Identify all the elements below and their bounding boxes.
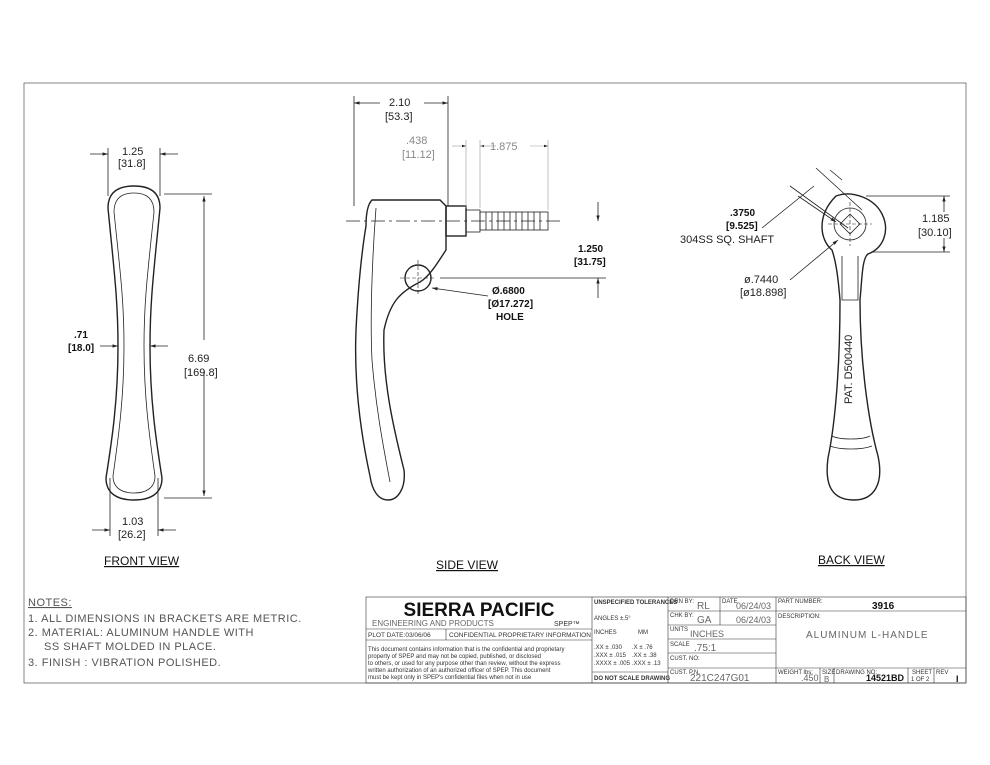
mm-header: MM bbox=[638, 630, 648, 636]
description-label: DESCRIPTION: bbox=[778, 614, 821, 620]
side-shaft-dim: .438 bbox=[406, 135, 427, 147]
tol-1-in: .XX ± .030 bbox=[594, 645, 623, 651]
size-label: SIZE bbox=[822, 670, 835, 676]
plot-date: PLOT DATE:03/06/06 bbox=[368, 632, 431, 639]
notes-title: NOTES: bbox=[28, 597, 72, 609]
patent-label: PAT. D500440 bbox=[843, 335, 855, 404]
checked-date: 06/24/03 bbox=[736, 615, 771, 625]
drawing-no-label: DRAWING NO: bbox=[836, 670, 877, 676]
front-top-dim: 1.25 bbox=[122, 146, 143, 158]
units-value: INCHES bbox=[690, 629, 724, 639]
drawn-date: 06/24/03 bbox=[736, 601, 771, 611]
size-value: B bbox=[824, 675, 829, 684]
inches-header: INCHES bbox=[594, 630, 617, 636]
side-width-dim-mm: [53.3] bbox=[385, 111, 413, 123]
side-height-dim: 1.250 bbox=[578, 244, 603, 255]
sheet-label: SHEET bbox=[912, 670, 932, 676]
back-view: PAT. D500440 .3750 [9.525] 304SS SQ. SHA… bbox=[680, 167, 952, 567]
front-view-label: FRONT VIEW bbox=[104, 554, 180, 568]
front-view: 1.25 [31.8] .71 [18.0] 6.69 [169.8] 1.03… bbox=[68, 146, 218, 568]
back-square-dim-mm: [9.525] bbox=[726, 221, 758, 232]
description: ALUMINUM L-HANDLE bbox=[806, 630, 929, 641]
legal-line-3: to others, or used for any purpose other… bbox=[368, 661, 560, 667]
scale-value: .75:1 bbox=[694, 643, 717, 654]
legal-line-5: must be kept only in SPEP's confidential… bbox=[368, 675, 532, 681]
part-number-label: PART NUMBER: bbox=[778, 599, 823, 605]
cust-no-label: CUST. NO: bbox=[670, 656, 700, 662]
scale-label: SCALE bbox=[670, 642, 690, 648]
side-thread-dim: 1.875 bbox=[490, 141, 518, 153]
front-mid-dim: .71 bbox=[74, 330, 88, 341]
note-1: 1. ALL DIMENSIONS IN BRACKETS ARE METRIC… bbox=[28, 613, 302, 625]
side-view-label: SIDE VIEW bbox=[436, 558, 499, 572]
drawn-by: RL bbox=[697, 601, 710, 612]
part-number: 3916 bbox=[872, 601, 895, 612]
back-dia-dim-mm: [ø18.898] bbox=[740, 287, 786, 299]
tol-2-mm: .XX ± .38 bbox=[632, 653, 657, 659]
units-label: UNITS bbox=[670, 627, 688, 633]
cust-pn-label: CUST. P.N. bbox=[670, 670, 700, 676]
front-bottom-dim: 1.03 bbox=[122, 516, 143, 528]
confidential-label: CONFIDENTIAL PROPRIETARY INFORMATION bbox=[449, 632, 591, 639]
tol-1-mm: .X ± .76 bbox=[632, 645, 653, 651]
title-block: SIERRA PACIFIC ENGINEERING AND PRODUCTS … bbox=[365, 596, 967, 684]
tol-3-mm: .XXX ± .13 bbox=[632, 661, 661, 667]
back-height-dim-mm: [30.10] bbox=[918, 227, 952, 239]
drawing-number: 14521BD bbox=[866, 673, 905, 683]
weight-value: .450 bbox=[801, 673, 819, 683]
legal-line-4: written authorization of an authorized o… bbox=[367, 668, 551, 674]
sheet-value: 1 OF 2 bbox=[911, 677, 930, 683]
sheet-border bbox=[23, 82, 967, 684]
note-2a: 2. MATERIAL: ALUMINUM HANDLE WITH bbox=[28, 627, 254, 639]
tol-3-in: .XXXX ± .005 bbox=[594, 661, 631, 667]
cust-pn-value: 221C247G01 bbox=[690, 673, 750, 684]
back-height-dim: 1.185 bbox=[922, 213, 950, 225]
checked-by: GA bbox=[697, 615, 712, 626]
side-shaft-dim-mm: [11.12] bbox=[402, 149, 435, 161]
back-square-label: 304SS SQ. SHAFT bbox=[680, 234, 774, 246]
back-square-dim: .3750 bbox=[730, 208, 755, 219]
company-subtitle: ENGINEERING AND PRODUCTS bbox=[372, 619, 494, 628]
side-height-dim-mm: [31.75] bbox=[574, 257, 606, 268]
front-mid-dim-mm: [18.0] bbox=[68, 343, 94, 354]
front-top-dim-mm: [31.8] bbox=[118, 158, 146, 170]
side-hole-label: HOLE bbox=[496, 312, 524, 323]
front-length-dim-mm: [169.8] bbox=[184, 367, 218, 379]
do-not-scale: DO NOT SCALE DRAWING bbox=[594, 676, 670, 682]
side-width-dim: 2.10 bbox=[389, 97, 410, 109]
note-3: 3. FINISH : VIBRATION POLISHED. bbox=[28, 657, 221, 669]
notes: NOTES: 1. ALL DIMENSIONS IN BRACKETS ARE… bbox=[28, 597, 302, 669]
tol-2-in: .XXX ± .015 bbox=[594, 653, 627, 659]
angles-tol: ANGLES ±.5° bbox=[594, 616, 631, 622]
company-spep: SPEP™ bbox=[554, 621, 580, 628]
rev-value: I bbox=[956, 674, 959, 684]
side-view: 2.10 [53.3] .438 [11.12] 1.875 1.250 [31… bbox=[346, 96, 606, 572]
back-view-label: BACK VIEW bbox=[818, 553, 885, 567]
side-hole-dim: Ø.6800 bbox=[492, 286, 525, 297]
legal-line-2: property of SPEP and may not be copied, … bbox=[368, 654, 541, 660]
unspecified-tolerances: UNSPECIFIED TOLERANCES bbox=[594, 600, 677, 606]
drawn-by-label: DRN BY: bbox=[670, 599, 694, 605]
front-length-dim: 6.69 bbox=[188, 353, 209, 365]
rev-label: REV bbox=[936, 670, 948, 676]
legal-line-1: This document contains information that … bbox=[368, 647, 564, 653]
checked-by-label: CHK BY: bbox=[670, 613, 694, 619]
weight-label: WEIGHT lbs: bbox=[778, 670, 813, 676]
side-hole-dim-mm: [Ø17.272] bbox=[488, 299, 533, 310]
company-name: SIERRA PACIFIC bbox=[404, 600, 555, 621]
date-label: DATE bbox=[722, 599, 738, 605]
note-2b: SS SHAFT MOLDED IN PLACE. bbox=[44, 641, 216, 653]
front-bottom-dim-mm: [26.2] bbox=[118, 529, 146, 541]
back-dia-dim: ø.7440 bbox=[744, 274, 778, 286]
